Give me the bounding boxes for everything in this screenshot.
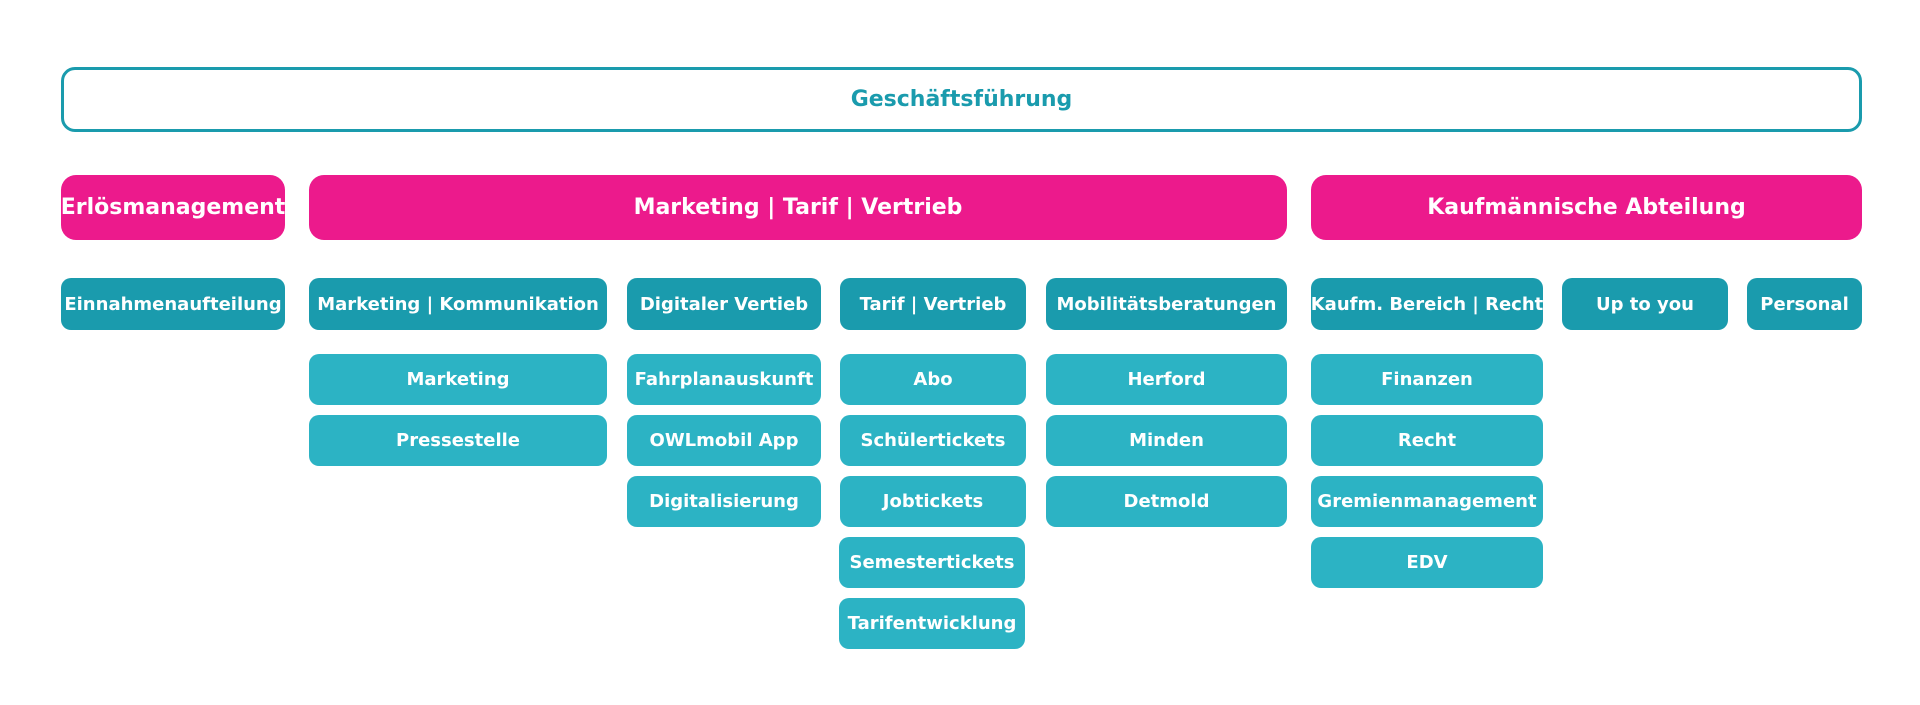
unit-finance: Finanzen <box>1311 354 1543 405</box>
team-mobility-consulting: Mobilitätsberatungen <box>1046 278 1287 330</box>
team-digital-sales: Digitaler Vertieb <box>627 278 821 330</box>
department-revenue-management: Erlösmanagement <box>61 175 285 240</box>
team-marketing-communication: Marketing | Kommunikation <box>309 278 607 330</box>
team-up-to-you: Up to you <box>1562 278 1728 330</box>
unit-committee-management: Gremienmanagement <box>1311 476 1543 527</box>
unit-edp: EDV <box>1311 537 1543 588</box>
unit-marketing: Marketing <box>309 354 607 405</box>
unit-digitalization: Digitalisierung <box>627 476 821 527</box>
unit-minden: Minden <box>1046 415 1287 466</box>
unit-herford: Herford <box>1046 354 1287 405</box>
unit-timetable-info: Fahrplanauskunft <box>627 354 821 405</box>
department-marketing-tariff-sales: Marketing | Tarif | Vertrieb <box>309 175 1287 240</box>
unit-job-tickets: Jobtickets <box>840 476 1026 527</box>
unit-detmold: Detmold <box>1046 476 1287 527</box>
unit-press-office: Pressestelle <box>309 415 607 466</box>
department-commercial: Kaufmännische Abteilung <box>1311 175 1862 240</box>
unit-semester-tickets: Semestertickets <box>839 537 1025 588</box>
unit-legal: Recht <box>1311 415 1543 466</box>
executive-management-box: Geschäftsführung <box>61 67 1862 132</box>
team-personnel: Personal <box>1747 278 1862 330</box>
team-tariff-sales: Tarif | Vertrieb <box>840 278 1026 330</box>
unit-owlmobil-app: OWLmobil App <box>627 415 821 466</box>
unit-subscription: Abo <box>840 354 1026 405</box>
team-revenue-allocation: Einnahmenaufteilung <box>61 278 285 330</box>
unit-student-tickets: Schülertickets <box>840 415 1026 466</box>
unit-tariff-development: Tarifentwicklung <box>839 598 1025 649</box>
team-commercial-legal: Kaufm. Bereich | Recht <box>1311 278 1543 330</box>
